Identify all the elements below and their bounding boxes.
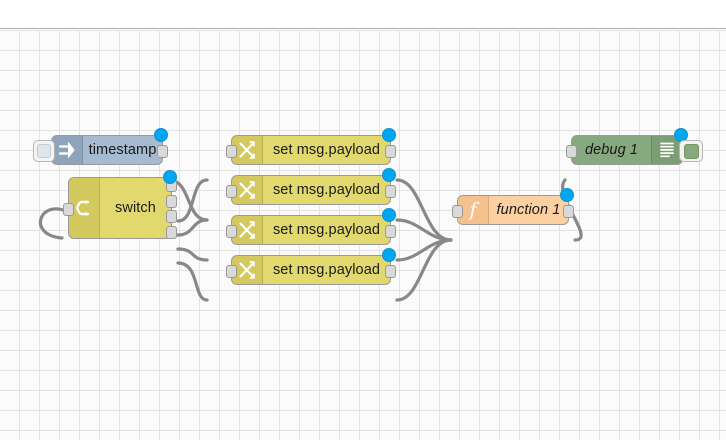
input-port[interactable]	[226, 224, 237, 238]
wire-change-3-to-function-1[interactable]	[395, 238, 453, 262]
wire-switch-1-to-change-3[interactable]	[176, 247, 209, 262]
input-port[interactable]	[566, 144, 577, 158]
inject-trigger-button[interactable]	[33, 140, 55, 162]
node-function-1[interactable]: f function 1	[452, 188, 574, 225]
input-port[interactable]	[226, 184, 237, 198]
function-f-icon: f	[458, 196, 489, 224]
status-dot	[382, 128, 396, 142]
input-port[interactable]	[452, 204, 463, 218]
status-dot	[382, 208, 396, 222]
wire-change-4-to-function-1[interactable]	[395, 238, 453, 302]
node-label: timestamp	[88, 142, 157, 158]
flow-canvas[interactable]: timestamp switch set msg.payload set msg.pa…	[0, 30, 726, 440]
node-debug-1[interactable]: debug 1	[566, 128, 703, 165]
swap-icon	[232, 176, 263, 204]
node-change-2[interactable]: set msg.payload	[226, 168, 396, 205]
node-switch-1[interactable]: switch	[63, 170, 177, 239]
status-dot	[560, 188, 574, 202]
editor-header-strip	[0, 0, 726, 29]
node-change-1[interactable]: set msg.payload	[226, 128, 396, 165]
inject-button-inner	[37, 144, 51, 158]
debug-toggle-button[interactable]	[679, 140, 703, 162]
node-label: function 1	[496, 202, 561, 218]
wire-switch-1-to-change-2[interactable]	[176, 218, 209, 237]
swap-icon	[232, 216, 263, 244]
node-label: set msg.payload	[272, 262, 381, 278]
output-port-1[interactable]	[385, 264, 396, 278]
status-dot	[163, 170, 177, 184]
input-port[interactable]	[63, 202, 74, 216]
node-inject-1[interactable]: timestamp	[33, 128, 168, 165]
node-change-3[interactable]: set msg.payload	[226, 208, 396, 245]
node-label: set msg.payload	[272, 182, 381, 198]
debug-toggle-indicator	[684, 144, 699, 159]
status-dot	[154, 128, 168, 142]
input-port[interactable]	[226, 144, 237, 158]
output-port-1[interactable]	[563, 204, 574, 218]
switch-icon	[69, 178, 100, 238]
status-dot	[382, 248, 396, 262]
swap-icon	[232, 136, 263, 164]
wire-switch-1-to-change-4[interactable]	[176, 261, 209, 302]
node-label: set msg.payload	[272, 142, 381, 158]
node-change-4[interactable]: set msg.payload	[226, 248, 396, 285]
output-port-1[interactable]	[385, 224, 396, 238]
output-port-1[interactable]	[385, 184, 396, 198]
wire-switch-1-to-change-1[interactable]	[176, 178, 209, 223]
output-port-3[interactable]	[166, 210, 177, 224]
swap-icon	[232, 256, 263, 284]
node-label: switch	[115, 200, 156, 216]
node-label: set msg.payload	[272, 222, 381, 238]
node-label: debug 1	[584, 142, 639, 158]
input-port[interactable]	[226, 264, 237, 278]
output-port-1[interactable]	[157, 144, 168, 158]
wire-change-1-to-function-1[interactable]	[395, 178, 453, 242]
svg-text:f: f	[467, 199, 479, 221]
output-port-2[interactable]	[166, 194, 177, 208]
wire-change-2-to-function-1[interactable]	[395, 218, 453, 242]
arrow-right-icon	[52, 136, 83, 164]
output-port-4[interactable]	[166, 225, 177, 239]
status-dot	[382, 168, 396, 182]
output-port-1[interactable]	[385, 144, 396, 158]
